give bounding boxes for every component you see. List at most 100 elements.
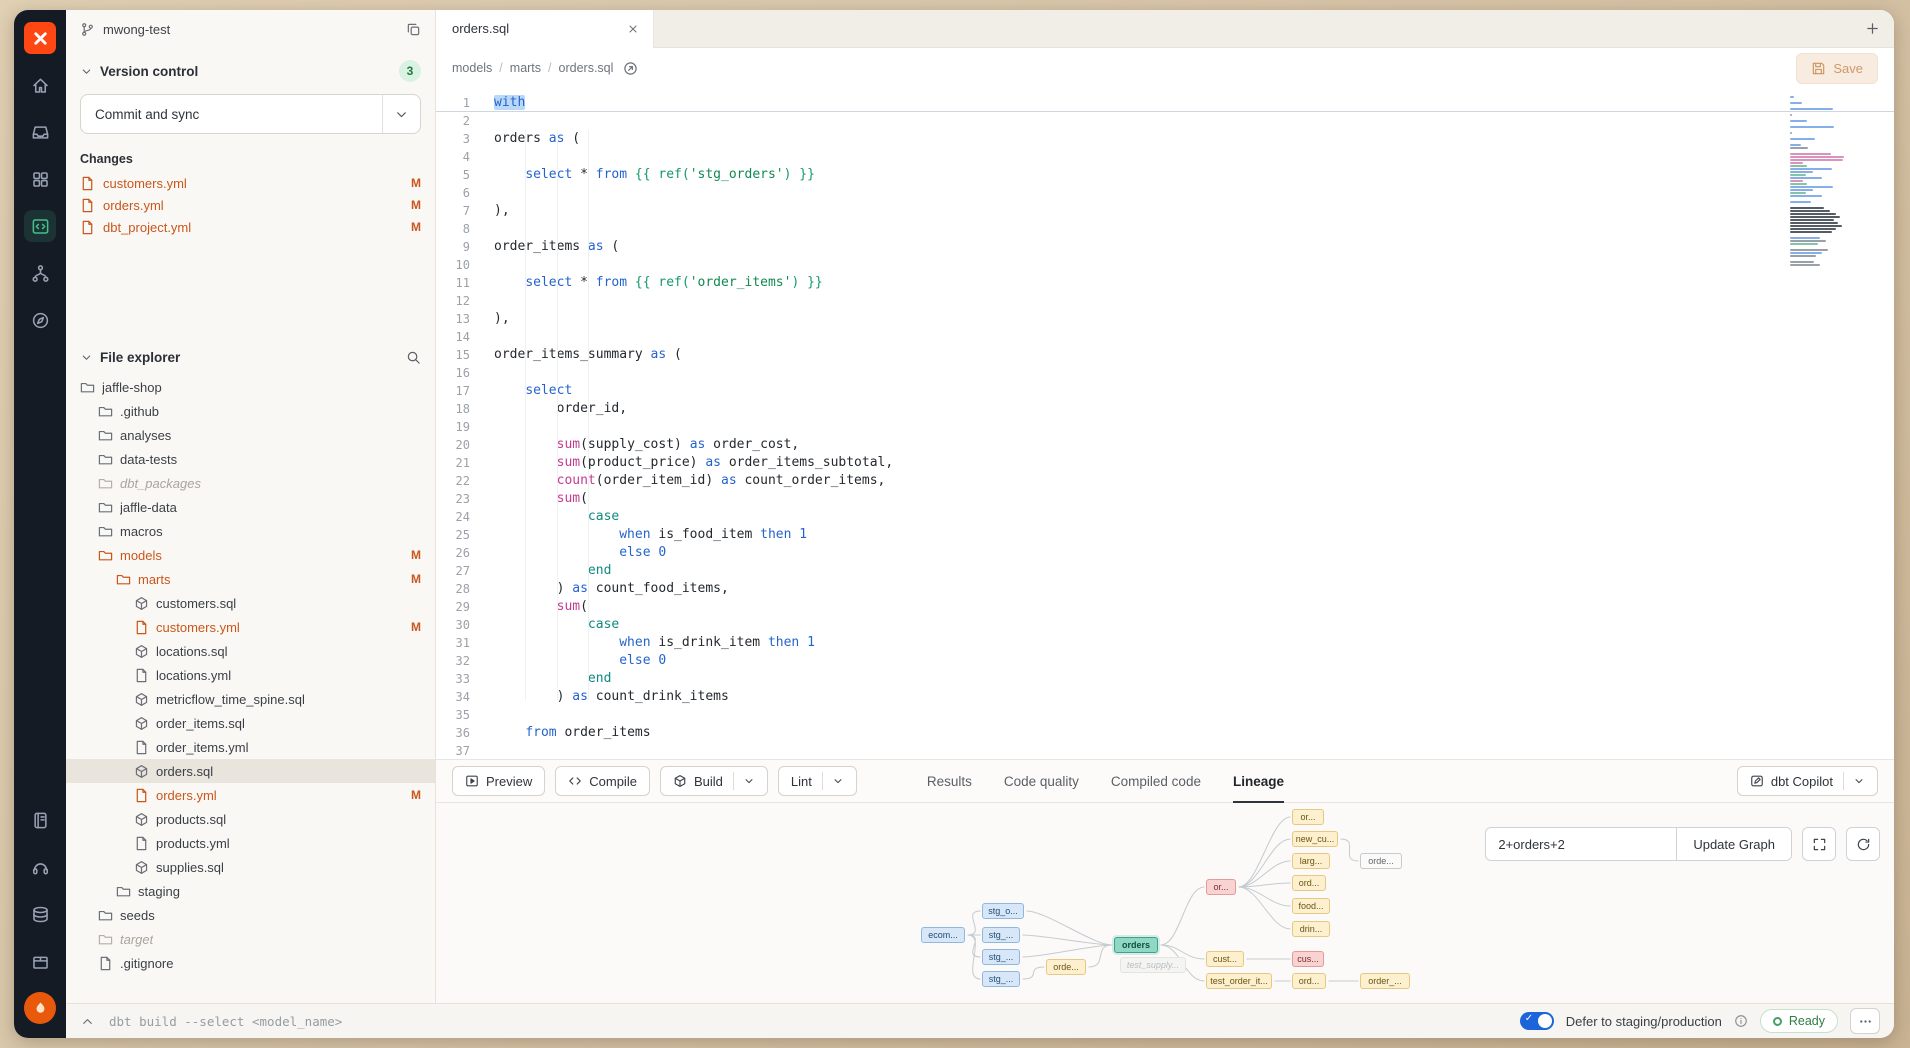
- rail-item-headset[interactable]: [24, 851, 56, 883]
- lineage-panel[interactable]: ecom...stg_o...stg_...stg_...stg_...orde…: [436, 803, 1894, 1003]
- tree-item-orders-sql[interactable]: orders.sql: [66, 759, 435, 783]
- tree-item-customers-sql[interactable]: customers.sql: [66, 591, 435, 615]
- tab-code-quality[interactable]: Code quality: [1003, 773, 1079, 789]
- rail-item-home[interactable]: [24, 69, 56, 101]
- lineage-selector-input[interactable]: [1486, 828, 1677, 860]
- refresh-graph-button[interactable]: [1846, 827, 1880, 861]
- rail-item-package[interactable]: [24, 945, 56, 977]
- rail-item-inbox[interactable]: [24, 116, 56, 148]
- commit-options-caret[interactable]: [382, 95, 420, 133]
- lineage-node-orders[interactable]: orders: [1114, 937, 1158, 953]
- lineage-node-ortop[interactable]: or...: [1292, 809, 1324, 825]
- file-icon: [134, 788, 149, 803]
- command-input[interactable]: dbt build --select <model_name>: [109, 1013, 343, 1029]
- tree-item-locations-yml[interactable]: locations.yml: [66, 663, 435, 687]
- lineage-node-testoi[interactable]: test_order_it...: [1206, 973, 1272, 989]
- rail-item-compass[interactable]: [24, 304, 56, 336]
- tree-item-analyses[interactable]: analyses: [66, 423, 435, 447]
- tree-item-dbt-packages[interactable]: dbt_packages: [66, 471, 435, 495]
- open-docs-icon[interactable]: [623, 61, 638, 76]
- copy-branch-icon[interactable]: [406, 22, 421, 37]
- breadcrumb-segment[interactable]: orders.sql: [558, 61, 614, 75]
- expand-command-bar-button[interactable]: [80, 1014, 95, 1029]
- lineage-node-ord2[interactable]: ord...: [1292, 973, 1326, 989]
- tree-item-macros[interactable]: macros: [66, 519, 435, 543]
- dropdown-caret[interactable]: [732, 772, 755, 790]
- lineage-node-ord1[interactable]: ord...: [1292, 875, 1326, 891]
- fullscreen-button[interactable]: [1802, 827, 1836, 861]
- lineage-node-drin[interactable]: drin...: [1292, 921, 1330, 937]
- lineage-node-stg4[interactable]: stg_...: [982, 971, 1020, 987]
- rail-item-notebook[interactable]: [24, 804, 56, 836]
- lineage-node-stg2[interactable]: stg_...: [982, 927, 1020, 943]
- tree-item-products-yml[interactable]: products.yml: [66, 831, 435, 855]
- lineage-node-larg[interactable]: larg...: [1292, 853, 1330, 869]
- lineage-node-stg3[interactable]: stg_...: [982, 949, 1020, 965]
- tree-item-order-items-yml[interactable]: order_items.yml: [66, 735, 435, 759]
- tree-item-data-tests[interactable]: data-tests: [66, 447, 435, 471]
- defer-toggle[interactable]: ✓: [1519, 1012, 1554, 1030]
- lineage-node-ecom[interactable]: ecom...: [921, 927, 965, 943]
- update-graph-button[interactable]: Update Graph: [1676, 828, 1791, 860]
- rail-item-dbt-logo[interactable]: [24, 22, 56, 54]
- tree-item-metricflow-time-spine-sql[interactable]: metricflow_time_spine.sql: [66, 687, 435, 711]
- dbt-copilot-button[interactable]: dbt Copilot: [1736, 766, 1878, 796]
- rail-item-fork[interactable]: [24, 257, 56, 289]
- tree-item--github[interactable]: .github: [66, 399, 435, 423]
- tree-item-jaffle-data[interactable]: jaffle-data: [66, 495, 435, 519]
- lineage-node-ordery[interactable]: order_...: [1360, 973, 1410, 989]
- lineage-node-food[interactable]: food...: [1292, 898, 1330, 914]
- lineage-node-stg1[interactable]: stg_o...: [982, 903, 1024, 919]
- preview-button[interactable]: Preview: [452, 766, 546, 796]
- rail-item-stack[interactable]: [24, 898, 56, 930]
- tree-item-locations-sql[interactable]: locations.sql: [66, 639, 435, 663]
- lineage-node-cuspink[interactable]: cus...: [1292, 951, 1324, 967]
- tab-compiled-code[interactable]: Compiled code: [1110, 773, 1201, 789]
- new-tab-button[interactable]: [1850, 10, 1894, 47]
- tab-results[interactable]: Results: [926, 773, 972, 789]
- lint-button[interactable]: Lint: [777, 766, 857, 796]
- tree-item-products-sql[interactable]: products.sql: [66, 807, 435, 831]
- tree-item-target[interactable]: target: [66, 927, 435, 951]
- tree-item-label: locations.sql: [156, 643, 228, 659]
- tree-item-staging[interactable]: staging: [66, 879, 435, 903]
- lineage-node-cust[interactable]: cust...: [1206, 951, 1244, 967]
- version-control-header[interactable]: Version control 3: [66, 48, 435, 88]
- tree-item-supplies-sql[interactable]: supplies.sql: [66, 855, 435, 879]
- tab-lineage[interactable]: Lineage: [1232, 760, 1284, 803]
- commit-and-sync-button[interactable]: Commit and sync: [80, 94, 421, 134]
- dropdown-caret[interactable]: [821, 772, 844, 790]
- info-icon[interactable]: [1734, 1014, 1748, 1028]
- lineage-node-ordegrey[interactable]: orde...: [1360, 853, 1402, 869]
- tree-item--gitignore[interactable]: .gitignore: [66, 951, 435, 975]
- build-button[interactable]: Build: [659, 766, 768, 796]
- rail-item-avatar[interactable]: [24, 992, 56, 1024]
- close-tab-button[interactable]: [623, 19, 643, 39]
- rail-item-develop[interactable]: [24, 210, 56, 242]
- minimap[interactable]: [1790, 96, 1854, 267]
- file-explorer-header[interactable]: File explorer: [66, 338, 435, 371]
- lineage-node-newcu[interactable]: new_cu...: [1292, 831, 1338, 847]
- editor-tab-orders-sql[interactable]: orders.sql: [436, 10, 654, 48]
- lineage-node-orde1[interactable]: orde...: [1046, 959, 1086, 975]
- lineage-node-ghost[interactable]: test_supply...: [1120, 957, 1186, 973]
- breadcrumb-segment[interactable]: models: [452, 61, 493, 75]
- search-icon[interactable]: [406, 350, 421, 365]
- tree-item-order-items-sql[interactable]: order_items.sql: [66, 711, 435, 735]
- rail-item-grid[interactable]: [24, 163, 56, 195]
- lineage-node-orpink[interactable]: or...: [1206, 879, 1236, 895]
- more-options-button[interactable]: [1850, 1008, 1880, 1034]
- tree-item-seeds[interactable]: seeds: [66, 903, 435, 927]
- compile-button[interactable]: Compile: [555, 766, 650, 796]
- save-button[interactable]: Save: [1796, 52, 1878, 84]
- tree-item-jaffle-shop[interactable]: jaffle-shop: [66, 375, 435, 399]
- breadcrumb-segment[interactable]: marts: [509, 61, 542, 75]
